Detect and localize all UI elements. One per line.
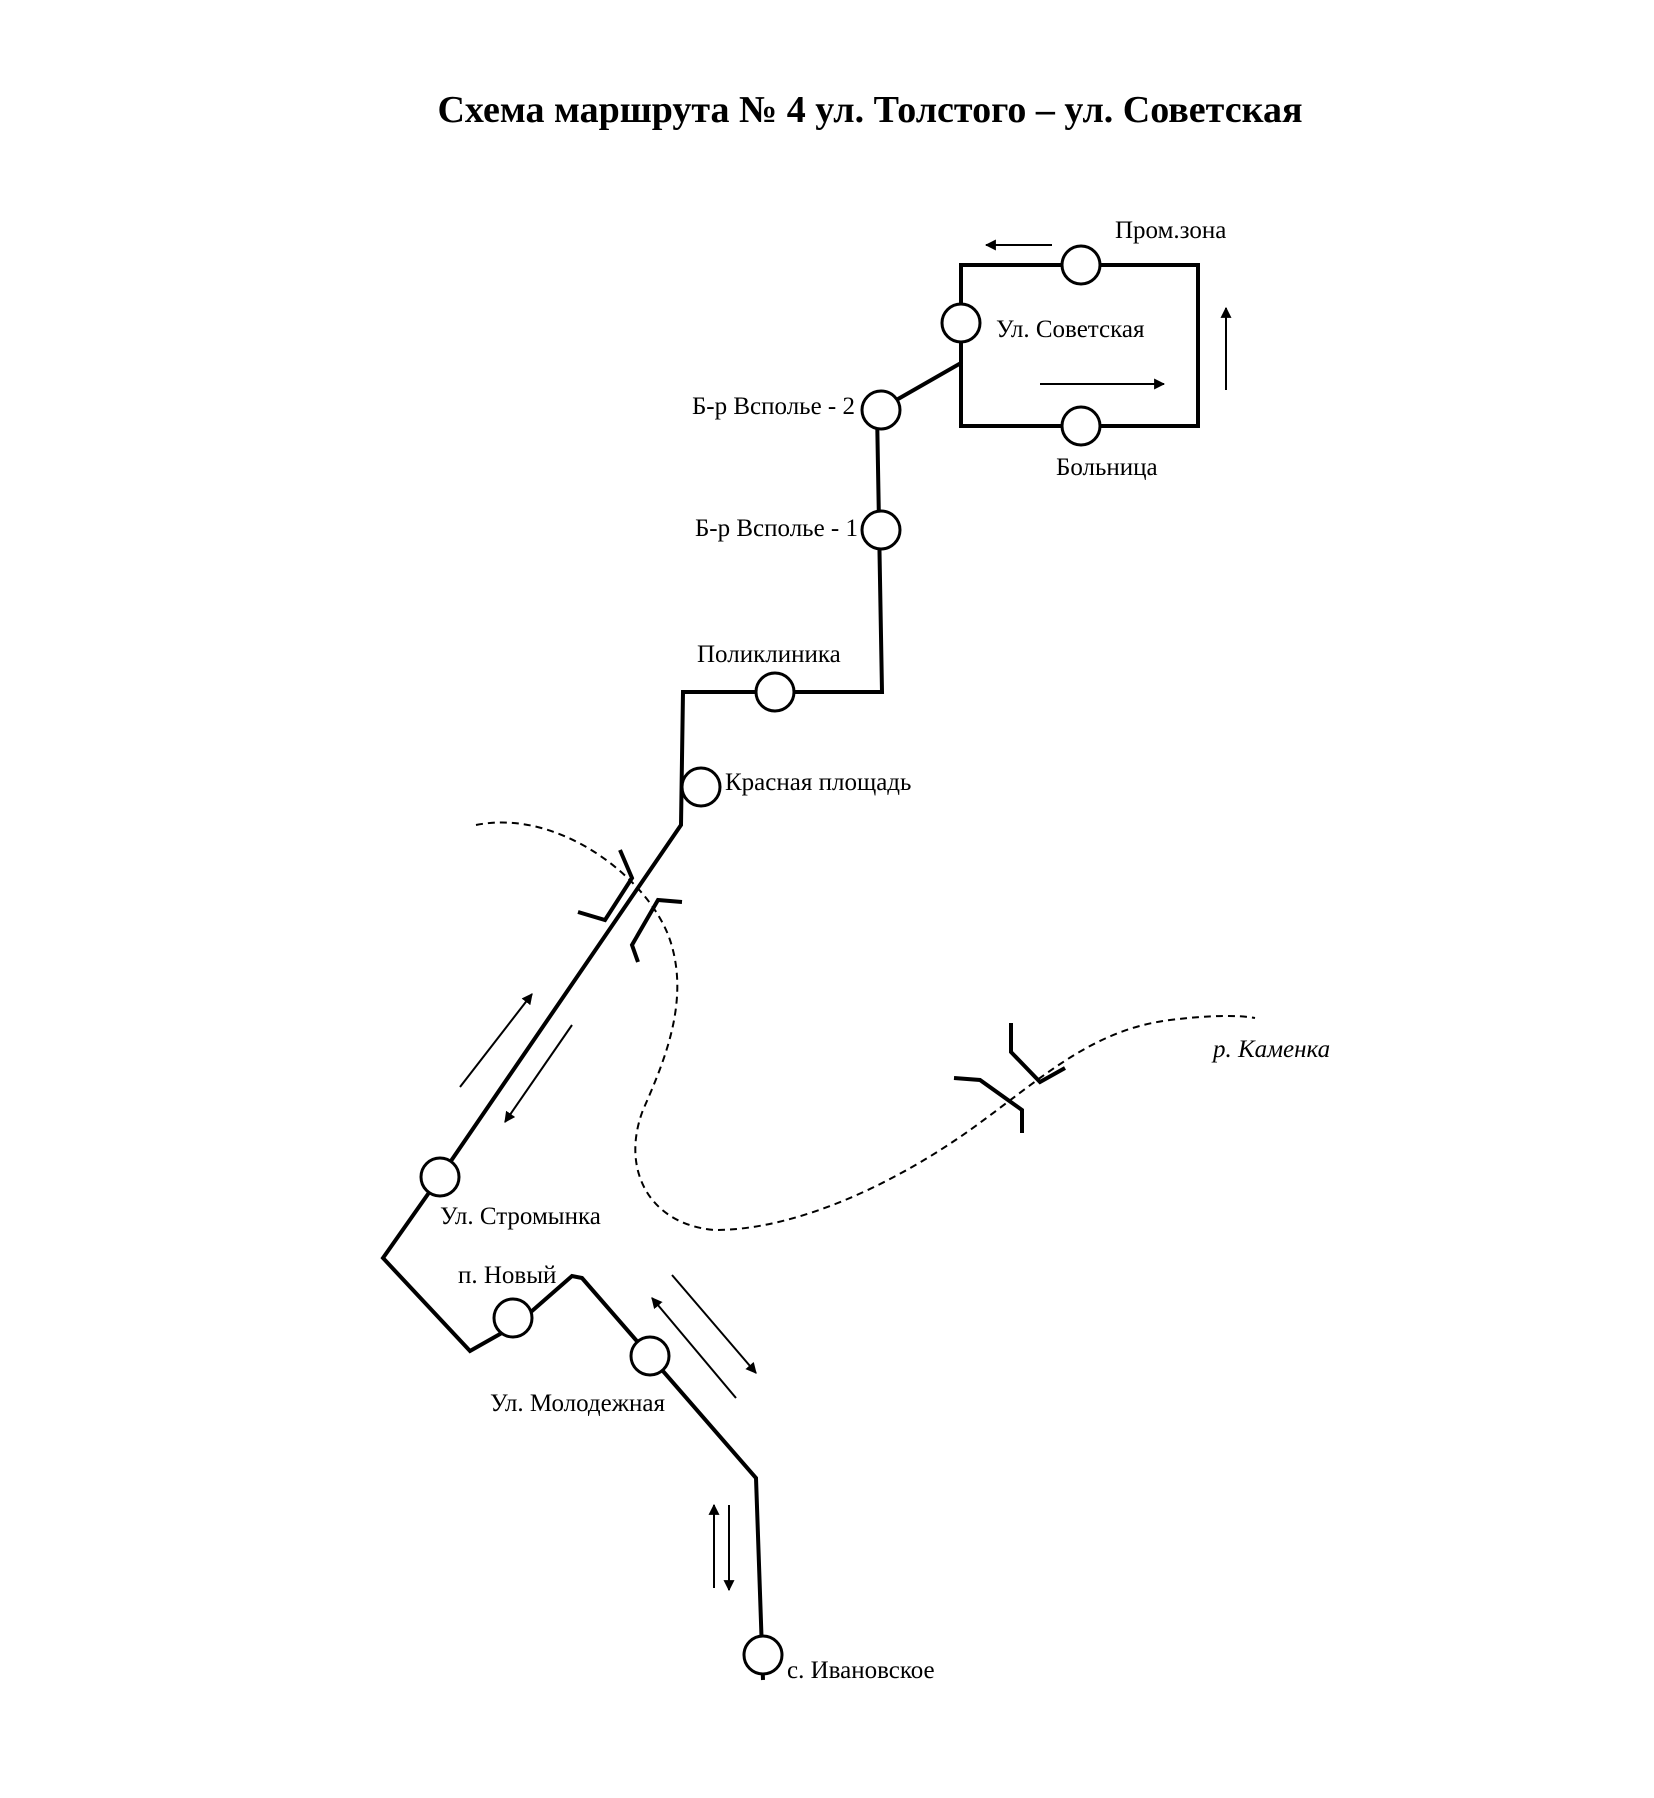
stop-marker-krasnaya bbox=[680, 766, 722, 808]
stops bbox=[419, 244, 1102, 1676]
stop-label-sovetskaya: Ул. Советская bbox=[996, 316, 1145, 343]
stop-marker-stromynka bbox=[419, 1156, 461, 1198]
river-label: р. Каменка bbox=[1211, 1036, 1330, 1063]
arrow-stromynka-up bbox=[459, 993, 533, 1088]
page-title: Схема маршрута № 4 ул. Толстого – ул. Со… bbox=[437, 89, 1303, 131]
stop-label-vspolye2: Б-р Всполье - 2 bbox=[692, 393, 855, 420]
stop-label-molodezhnaya: Ул. Молодежная bbox=[490, 1390, 665, 1417]
arrow-stromynka-down bbox=[504, 1024, 573, 1123]
stop-marker-ivanovskoe bbox=[742, 1634, 784, 1676]
stop-marker-poliklinika bbox=[754, 671, 796, 713]
stop-label-vspolye1: Б-р Всполье - 1 bbox=[695, 515, 858, 542]
stop-label-krasnaya: Красная площадь bbox=[725, 769, 911, 796]
stop-label-promzona: Пром.зона bbox=[1115, 217, 1226, 244]
stop-label-poliklinika: Поликлиника bbox=[697, 641, 841, 668]
stop-marker-promzona bbox=[1060, 244, 1102, 286]
direction-arrows bbox=[459, 239, 1232, 1592]
stop-marker-molodezhnaya bbox=[629, 1335, 671, 1377]
arrow-molodezhnaya-up bbox=[651, 1297, 737, 1399]
stop-marker-bolnitsa bbox=[1060, 405, 1102, 447]
route-line bbox=[380, 263, 1200, 1681]
stop-marker-vspolye2 bbox=[860, 389, 902, 431]
bridge-symbol-route bbox=[577, 849, 683, 963]
bridge-symbol-river bbox=[953, 1023, 1066, 1133]
stop-marker-novy bbox=[492, 1297, 534, 1339]
stop-label-stromynka: Ул. Стромынка bbox=[440, 1203, 601, 1230]
stop-marker-sovetskaya bbox=[940, 302, 982, 344]
stop-label-ivanovskoe: с. Ивановское bbox=[787, 1657, 935, 1684]
river-line bbox=[475, 821, 1256, 1232]
stop-marker-vspolye1 bbox=[860, 509, 902, 551]
stop-label-novy: п. Новый bbox=[458, 1262, 556, 1289]
stop-label-bolnitsa: Больница bbox=[1056, 454, 1158, 481]
arrow-molodezhnaya-down bbox=[671, 1274, 757, 1374]
